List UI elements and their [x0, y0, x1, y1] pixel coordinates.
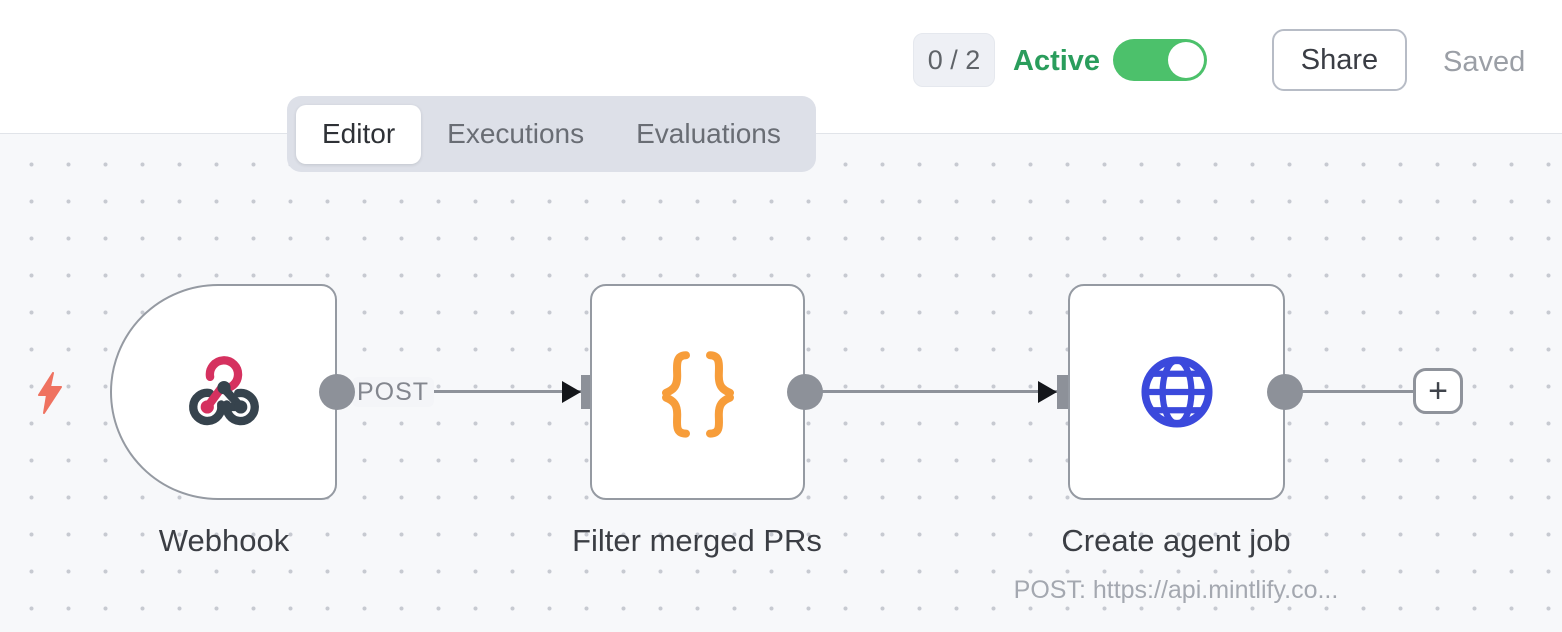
node-create-agent-job[interactable] [1068, 284, 1285, 500]
node-label-filter: Filter merged PRs [572, 523, 822, 558]
trigger-lightning-icon [38, 372, 62, 414]
output-port-filter[interactable] [787, 374, 823, 410]
share-button[interactable]: Share [1272, 29, 1407, 91]
active-toggle[interactable] [1113, 39, 1207, 81]
view-tabbar: Editor Executions Evaluations [287, 96, 816, 172]
active-label: Active [1013, 45, 1101, 77]
output-port-webhook[interactable] [319, 374, 355, 410]
tab-executions[interactable]: Executions [447, 118, 585, 149]
tab-editor[interactable]: Editor [296, 104, 422, 164]
node-label-webhook: Webhook [158, 523, 290, 558]
node-sublabel-http: POST: https://api.mintlify.co... [1013, 576, 1339, 604]
edge-filter-to-http [805, 390, 1062, 393]
toggle-knob [1168, 42, 1204, 78]
braces-icon [661, 351, 734, 438]
plus-icon: + [1428, 372, 1448, 410]
edge-http-to-add [1285, 390, 1415, 393]
edge-webhook-to-filter [337, 390, 582, 393]
globe-icon [1140, 356, 1213, 428]
add-node-button[interactable]: + [1413, 368, 1463, 414]
tab-evaluations[interactable]: Evaluations [636, 118, 781, 149]
edge-arrowhead-icon [562, 381, 581, 403]
saved-status: Saved [1443, 46, 1526, 78]
output-port-http[interactable] [1267, 374, 1303, 410]
node-label-http: Create agent job [1061, 523, 1291, 558]
edge-label-post: POST [352, 377, 435, 407]
webhook-icon [188, 356, 259, 426]
node-webhook[interactable] [110, 284, 337, 500]
workflow-canvas[interactable]: POST Webhook [0, 134, 1562, 632]
issue-count-badge: 0 / 2 [913, 33, 995, 87]
edge-arrowhead-icon [1038, 381, 1057, 403]
node-filter-merged-prs[interactable] [590, 284, 805, 500]
